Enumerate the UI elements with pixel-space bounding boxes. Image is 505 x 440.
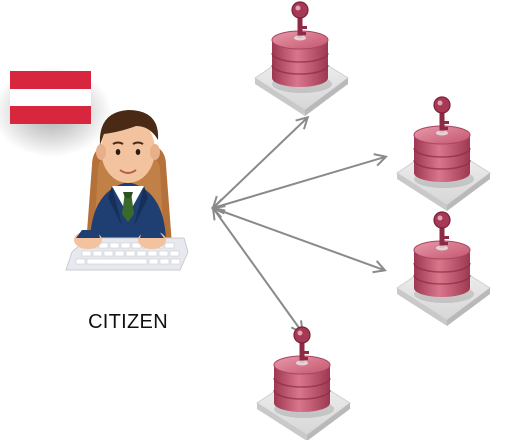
arrow-to-database-3 [213, 208, 384, 270]
arrow-to-database-2 [213, 157, 385, 208]
citizen-icon [65, 110, 189, 271]
key-database-icon [396, 211, 491, 327]
citizen-label: CITIZEN [88, 311, 168, 333]
austria-flag-icon [0, 67, 112, 157]
connection-arrows [213, 118, 385, 332]
key-database-icon [256, 326, 351, 440]
key-database-icon [254, 1, 349, 117]
key-database-icon [396, 96, 491, 212]
arrow-to-database-4 [213, 208, 302, 332]
